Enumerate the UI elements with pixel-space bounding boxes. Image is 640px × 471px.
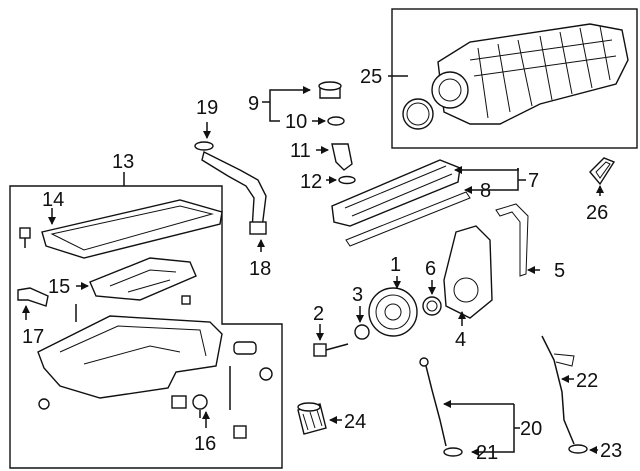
front-cover-seal[interactable] (422, 296, 442, 316)
dipstick-tube-seal-lower[interactable] (568, 444, 588, 454)
callout-25: 25 (360, 66, 382, 88)
dipstick-tube-lower[interactable] (541, 335, 575, 445)
pcv-seal[interactable] (338, 175, 356, 185)
pcv-valve[interactable] (331, 143, 353, 171)
dipstick-tube-seal[interactable] (194, 141, 214, 151)
valve-cover-gasket[interactable] (345, 191, 471, 247)
callout-21: 21 (476, 442, 498, 464)
callout-16: 16 (194, 433, 216, 455)
intake-manifold[interactable] (431, 23, 629, 125)
oil-filler-cap[interactable] (318, 81, 342, 99)
crankshaft-washer[interactable] (354, 324, 370, 340)
valve-cover[interactable] (331, 159, 461, 227)
callout-17: 17 (22, 326, 44, 348)
callout-26: 26 (586, 202, 608, 224)
intake-manifold-box (391, 8, 638, 149)
callout-4: 4 (455, 329, 466, 351)
timing-cover-gasket[interactable] (495, 203, 529, 277)
pan-bolt[interactable] (19, 227, 31, 248)
callout-12: 12 (300, 171, 322, 193)
callout-7: 7 (528, 170, 539, 192)
callout-1: 1 (390, 254, 401, 276)
pan-stud[interactable] (75, 295, 191, 322)
engine-oil-dipstick[interactable] (419, 357, 447, 447)
callout-10: 10 (285, 111, 307, 133)
callout-22: 22 (576, 370, 598, 392)
callout-20: 20 (520, 418, 542, 440)
callout-13: 13 (112, 151, 134, 173)
callout-11: 11 (290, 140, 311, 162)
throttle-body-gasket[interactable] (402, 98, 434, 130)
oil-filter[interactable] (297, 402, 327, 435)
oil-pan-group-box (9, 185, 283, 469)
callout-23: 23 (600, 440, 622, 462)
oil-drain-plug[interactable] (38, 394, 208, 418)
callout-5: 5 (554, 260, 565, 282)
oil-pan-gasket[interactable] (41, 199, 223, 259)
oil-cap-seal[interactable] (327, 116, 345, 126)
callout-24: 24 (344, 411, 366, 433)
callout-19: 19 (196, 97, 218, 119)
callout-14: 14 (42, 189, 64, 211)
dipstick-seal[interactable] (443, 447, 463, 457)
harmonic-balancer[interactable] (368, 287, 418, 337)
intake-manifold-gasket[interactable] (589, 157, 616, 186)
dipstick-tube[interactable] (201, 150, 267, 235)
oil-pressure-sender[interactable] (17, 287, 49, 307)
callout-2: 2 (313, 303, 324, 325)
callout-9: 9 (248, 93, 259, 115)
callout-15: 15 (48, 276, 70, 298)
pan-bolt-kit[interactable] (229, 341, 273, 439)
callout-18: 18 (249, 258, 271, 280)
callout-6: 6 (425, 258, 436, 280)
callout-8: 8 (480, 180, 491, 202)
oil-pan-baffle[interactable] (89, 257, 197, 301)
callout-3: 3 (352, 284, 363, 306)
timing-cover[interactable] (443, 225, 493, 319)
balancer-bolt[interactable] (313, 343, 349, 357)
oil-pan[interactable] (37, 315, 223, 399)
